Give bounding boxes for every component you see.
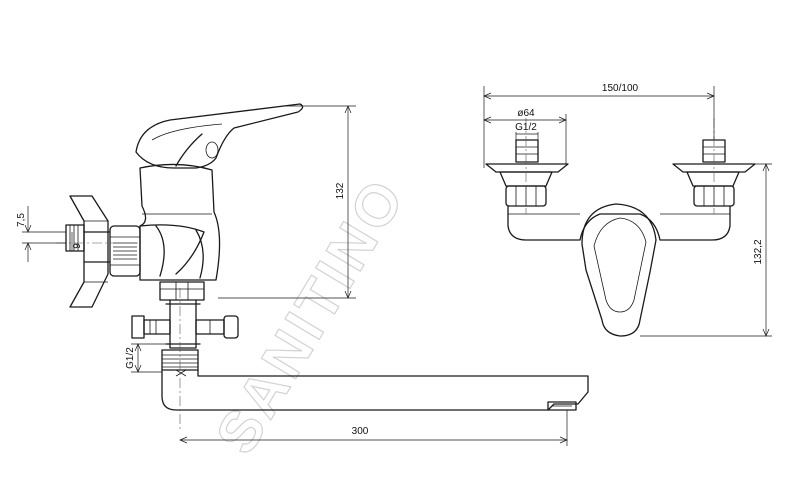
wall-flange-left	[485, 139, 569, 187]
lever-handle	[135, 103, 304, 169]
dim-thread-g12: G1/2	[125, 343, 166, 373]
dim-small-label: 9	[72, 243, 83, 249]
lever-handle-front	[581, 203, 657, 337]
diverter-block	[159, 281, 205, 349]
side-outlet-right	[195, 315, 239, 339]
dim-height-front: 132,2	[640, 163, 772, 337]
dim-thread-label: G1/2	[125, 347, 136, 369]
mixer-body	[139, 163, 221, 281]
mixer-body-front	[507, 205, 731, 241]
front-view: 150/100 ø64 G1/2 132,2	[483, 83, 772, 337]
dim-spout-label: 300	[352, 426, 369, 437]
spout-aerator	[547, 401, 577, 411]
dim-thread-front: G1/2	[515, 122, 539, 140]
dim-height-label: 132	[335, 182, 346, 199]
dim-center-distance-label: 150/100	[602, 83, 639, 94]
hex-nut	[109, 225, 141, 277]
eccentric-connector	[65, 224, 111, 263]
side-outlet-left	[131, 315, 171, 339]
dim-height-132: 132	[218, 105, 356, 299]
side-view: 132 7,5 9 G1/2	[16, 103, 589, 446]
dim-offset-7-5: 7,5	[16, 206, 66, 262]
dim-spout-300: 300	[179, 410, 568, 446]
dim-height-front-label: 132,2	[753, 239, 764, 264]
dim-offset-label: 7,5	[16, 213, 27, 227]
dim-small-9: 9	[66, 232, 83, 252]
spout	[161, 369, 589, 411]
dim-thread-front-label: G1/2	[515, 122, 537, 133]
dim-diameter-label: ø64	[517, 108, 535, 119]
dim-center-distance: 150/100	[483, 83, 715, 168]
dim-diameter: ø64	[483, 108, 567, 164]
